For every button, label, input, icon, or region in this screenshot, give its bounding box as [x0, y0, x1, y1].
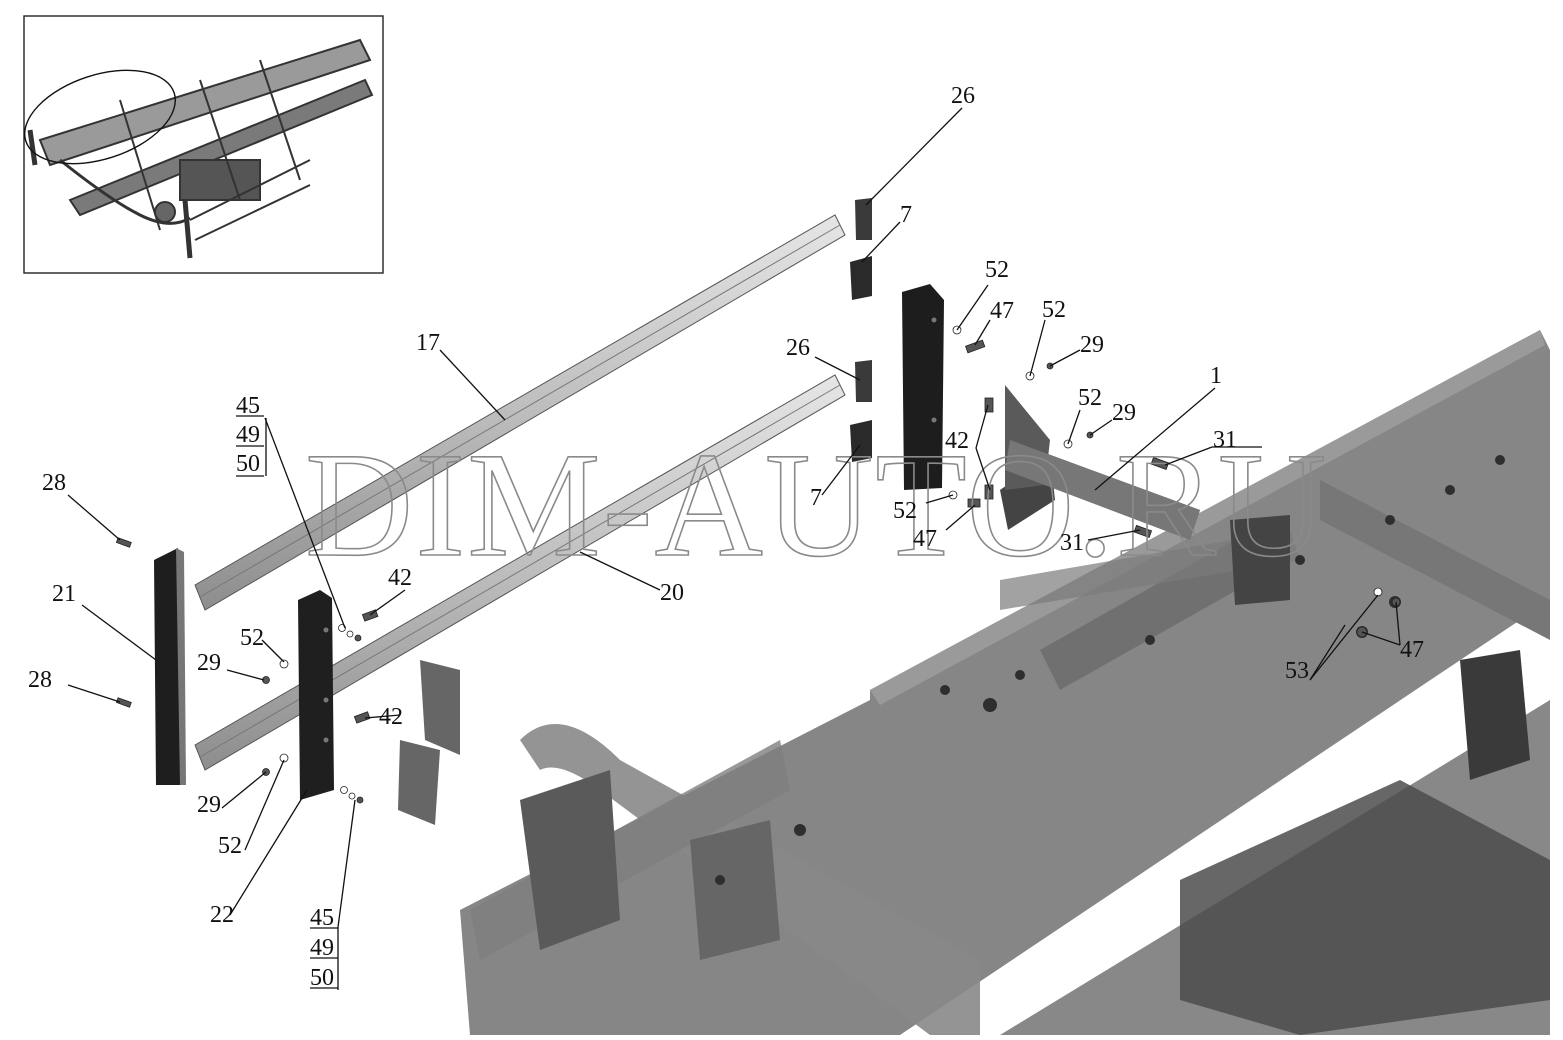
leader-lines — [67, 107, 1401, 990]
part-pad-7-top — [850, 256, 872, 300]
callout-labels: 26 7 17 26 7 52 47 52 29 52 29 1 31 42 5… — [28, 83, 1424, 928]
chassis-frame — [398, 330, 1550, 1035]
callout-26-mid: 26 — [786, 335, 810, 361]
callout-52-f: 52 — [218, 833, 242, 859]
part-rail-17 — [194, 214, 846, 611]
callout-47-b: 47 — [913, 526, 937, 552]
callout-7-mid: 7 — [810, 485, 822, 511]
callout-47-a: 47 — [990, 298, 1014, 324]
stack-top-50: 50 — [236, 451, 260, 477]
callout-21: 21 — [52, 581, 76, 607]
callout-29-a: 29 — [1080, 332, 1104, 358]
inset-overview — [23, 15, 384, 274]
callout-1: 1 — [1210, 363, 1222, 389]
callout-47-c: 47 — [1400, 637, 1424, 663]
part-bracket-22 — [298, 590, 334, 800]
callout-52-b: 52 — [1042, 297, 1066, 323]
callout-31-a: 31 — [1213, 427, 1237, 453]
callout-42-a: 42 — [945, 428, 969, 454]
callout-29-c: 29 — [197, 650, 221, 676]
stack-bottom-45: 45 — [310, 905, 334, 931]
stack-top-49: 49 — [236, 422, 260, 448]
part-pad-26-mid — [855, 360, 872, 402]
inset-highlight-ellipse — [23, 69, 177, 165]
stack-bottom-50: 50 — [310, 965, 334, 991]
callout-31-b: 31 — [1060, 530, 1084, 556]
callout-7-top: 7 — [900, 202, 912, 228]
watermark-text: DIM-AUTO.RU — [305, 422, 1328, 588]
callout-42-b: 42 — [388, 565, 412, 591]
callout-26-top: 26 — [951, 83, 975, 109]
part-plate-upper — [902, 284, 944, 490]
stack-top-45: 45 — [236, 393, 260, 419]
callout-52-c: 52 — [1078, 385, 1102, 411]
callout-42-c: 42 — [379, 704, 403, 730]
callout-20: 20 — [660, 580, 684, 606]
callout-29-d: 29 — [197, 792, 221, 818]
callout-28-b: 28 — [28, 667, 52, 693]
stack-bottom-49: 49 — [310, 935, 334, 961]
callout-22: 22 — [210, 902, 234, 928]
callout-52-d: 52 — [893, 498, 917, 524]
callout-29-b: 29 — [1112, 400, 1136, 426]
part-crossmember-1 — [1005, 385, 1200, 540]
callout-52-e: 52 — [240, 625, 264, 651]
callout-17: 17 — [416, 330, 440, 356]
callout-stack-top: 45 49 50 — [236, 393, 264, 477]
callout-stack-bottom: 45 49 50 — [310, 905, 338, 991]
part-bracket-21 — [154, 548, 186, 785]
callout-28-a: 28 — [42, 470, 66, 496]
callout-52-a: 52 — [985, 257, 1009, 283]
callout-53: 53 — [1285, 658, 1309, 684]
inset-frame-drawing — [27, 38, 374, 259]
part-pad-26-top — [855, 198, 872, 240]
